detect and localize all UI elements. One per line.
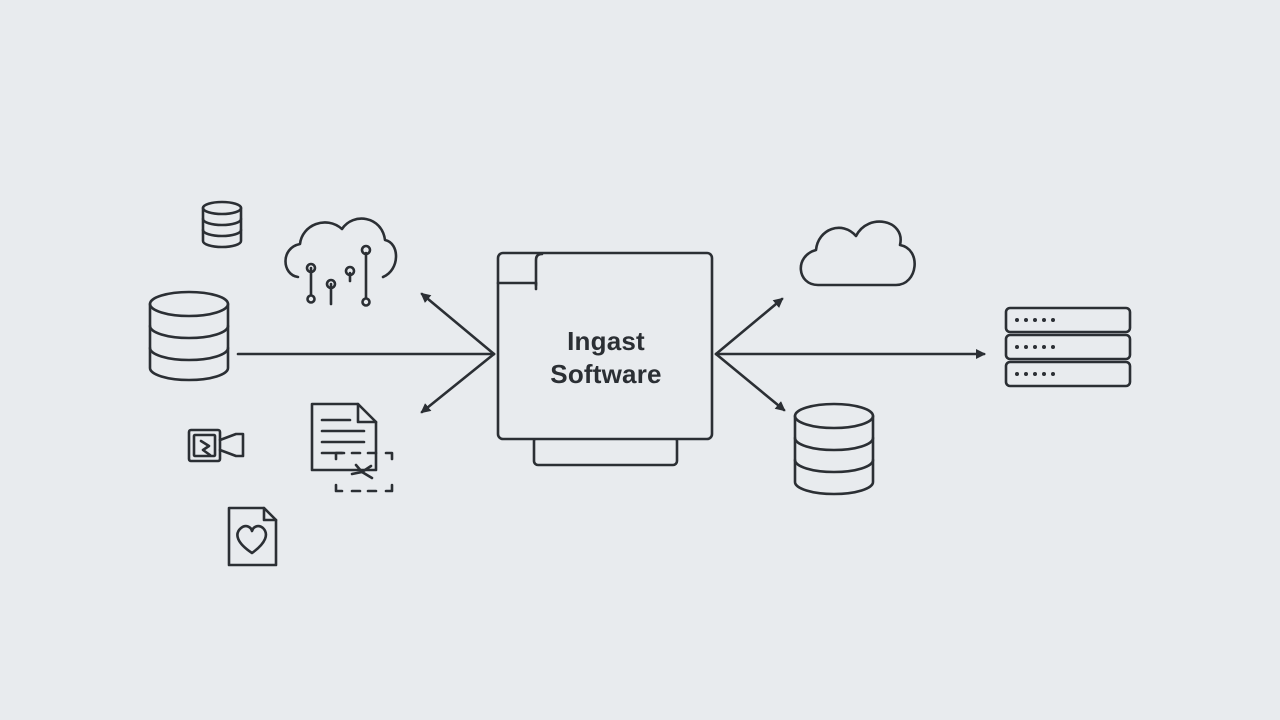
core-label: Ingast Software — [500, 325, 712, 391]
database-output-icon — [793, 402, 875, 496]
core-label-line1: Ingast — [567, 326, 645, 356]
cloud-icon — [799, 220, 916, 287]
core-label-line2: Software — [550, 359, 662, 389]
database-small-icon — [201, 200, 243, 249]
document-scan-icon — [310, 402, 394, 493]
video-camera-icon — [187, 428, 245, 463]
database-icon — [148, 290, 230, 382]
core-box — [496, 251, 714, 467]
favorite-file-icon — [227, 506, 278, 567]
server-rack-icon — [1004, 306, 1132, 388]
connector-lines — [236, 292, 986, 414]
cloud-network-icon — [284, 217, 398, 307]
server-indicator-dots — [1015, 318, 1055, 376]
